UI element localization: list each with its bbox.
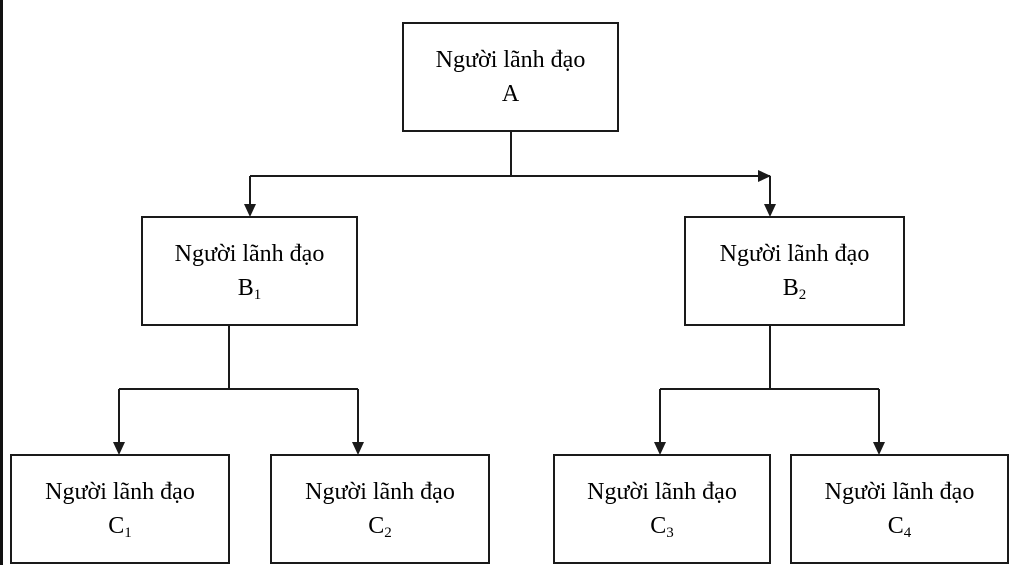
arrowhead-c1 xyxy=(113,442,125,455)
node-leader-c1: Người lãnh đạo C1 xyxy=(10,454,230,564)
node-code: A xyxy=(502,77,519,111)
node-leader-c2: Người lãnh đạo C2 xyxy=(270,454,490,564)
node-title: Người lãnh đạo xyxy=(719,241,870,267)
node-title: Người lãnh đạo xyxy=(587,479,737,505)
node-code: C3 xyxy=(650,509,674,543)
node-index: 2 xyxy=(384,525,392,541)
node-index: 3 xyxy=(666,525,674,541)
node-letter: C xyxy=(108,513,125,539)
node-code: B2 xyxy=(783,271,807,305)
node-letter: A xyxy=(501,81,520,107)
arrowhead-c4 xyxy=(873,442,885,455)
node-title: Người lãnh đạo xyxy=(45,479,195,505)
node-leader-c3: Người lãnh đạo C3 xyxy=(553,454,771,564)
node-code: C2 xyxy=(368,509,392,543)
node-index: 1 xyxy=(253,287,262,303)
node-leader-a: Người lãnh đạo A xyxy=(402,22,619,132)
arrowhead-b1 xyxy=(244,204,256,217)
left-border-line xyxy=(0,0,3,565)
arrowhead-bar-end xyxy=(758,170,771,182)
node-code: C1 xyxy=(108,509,132,543)
node-leader-c4: Người lãnh đạo C4 xyxy=(790,454,1009,564)
node-code: B1 xyxy=(238,271,262,305)
node-letter: B xyxy=(237,275,254,301)
node-title: Người lãnh đạo xyxy=(824,479,975,505)
node-code: C4 xyxy=(888,509,912,543)
node-title: Người lãnh đạo xyxy=(174,241,325,267)
node-title: Người lãnh đạo xyxy=(435,47,586,73)
node-leader-b2: Người lãnh đạo B2 xyxy=(684,216,905,326)
node-index: 1 xyxy=(124,525,132,541)
arrowhead-c2 xyxy=(352,442,364,455)
arrowhead-c3 xyxy=(654,442,666,455)
node-title: Người lãnh đạo xyxy=(305,479,455,505)
arrowhead-b2 xyxy=(764,204,776,217)
node-letter: C xyxy=(368,513,385,539)
node-index: 2 xyxy=(798,287,807,303)
node-letter: C xyxy=(887,513,904,539)
node-leader-b1: Người lãnh đạo B1 xyxy=(141,216,358,326)
node-letter: C xyxy=(650,513,667,539)
node-letter: B xyxy=(782,275,799,301)
node-index: 4 xyxy=(903,525,912,541)
